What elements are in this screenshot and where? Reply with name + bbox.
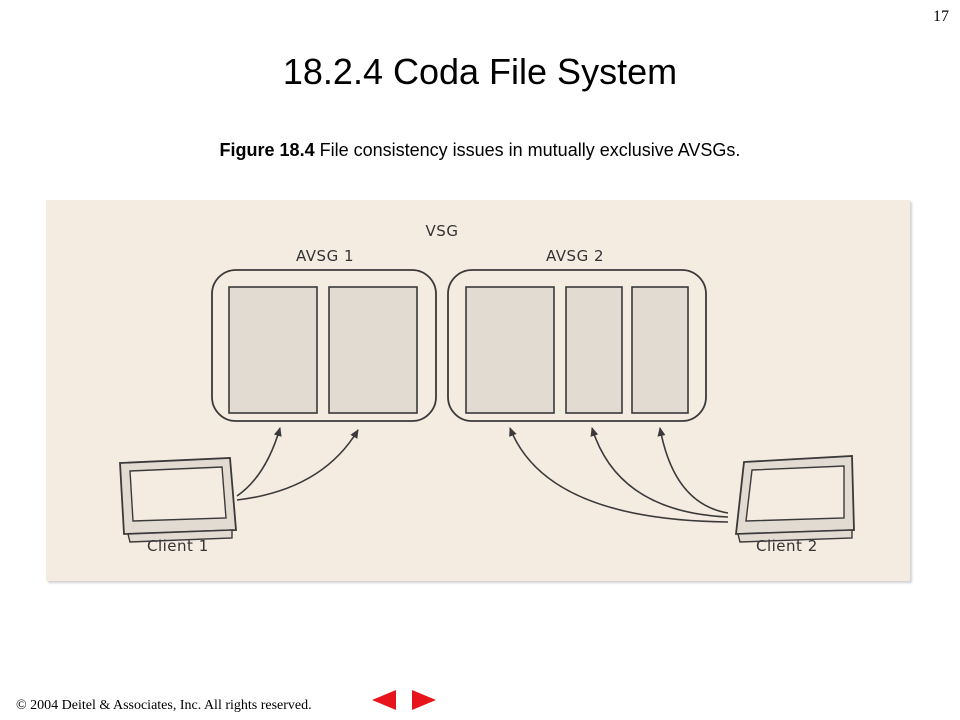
avsg2-label: AVSG 2 [546,247,604,265]
server-5 [631,286,689,414]
figure-panel: VSG AVSG 1 AVSG 2 Client 1 Cl [46,200,910,581]
slide-title: 18.2.4 Coda File System [282,51,678,92]
client2-label: Client 2 [756,537,818,555]
slide-number: 17 [933,8,949,25]
left-arrow-icon [372,690,396,710]
figure-caption-text: File consistency issues in mutually excl… [314,140,741,160]
server-4 [565,286,623,414]
vsg-label: VSG [426,222,459,240]
right-arrow-icon [412,690,436,710]
next-slide-button[interactable] [408,688,440,712]
avsg1-label: AVSG 1 [296,247,354,265]
coda-avsg-diagram: VSG AVSG 1 AVSG 2 Client 1 Cl [119,222,855,555]
client1-label: Client 1 [147,537,209,555]
avsg1-group [211,269,437,422]
avsg2-group [447,269,707,422]
arrow-client2-server5 [657,427,729,514]
server-2 [328,286,418,414]
copyright-footer: © 2004 Deitel & Associates, Inc. All rig… [16,698,312,713]
client2-monitor-icon [734,455,855,543]
server-3 [465,286,555,414]
client1-monitor-icon [119,457,237,543]
arrow-client1-server1 [236,427,282,497]
arrow-client1-server2 [236,429,359,501]
figure-caption: Figure 18.4 File consistency issues in m… [0,138,960,162]
figure-caption-label: Figure 18.4 [219,140,315,160]
prev-slide-button[interactable] [368,688,400,712]
server-1 [228,286,318,414]
arrow-client2-server3 [509,427,729,523]
arrow-client2-server4 [590,427,729,518]
